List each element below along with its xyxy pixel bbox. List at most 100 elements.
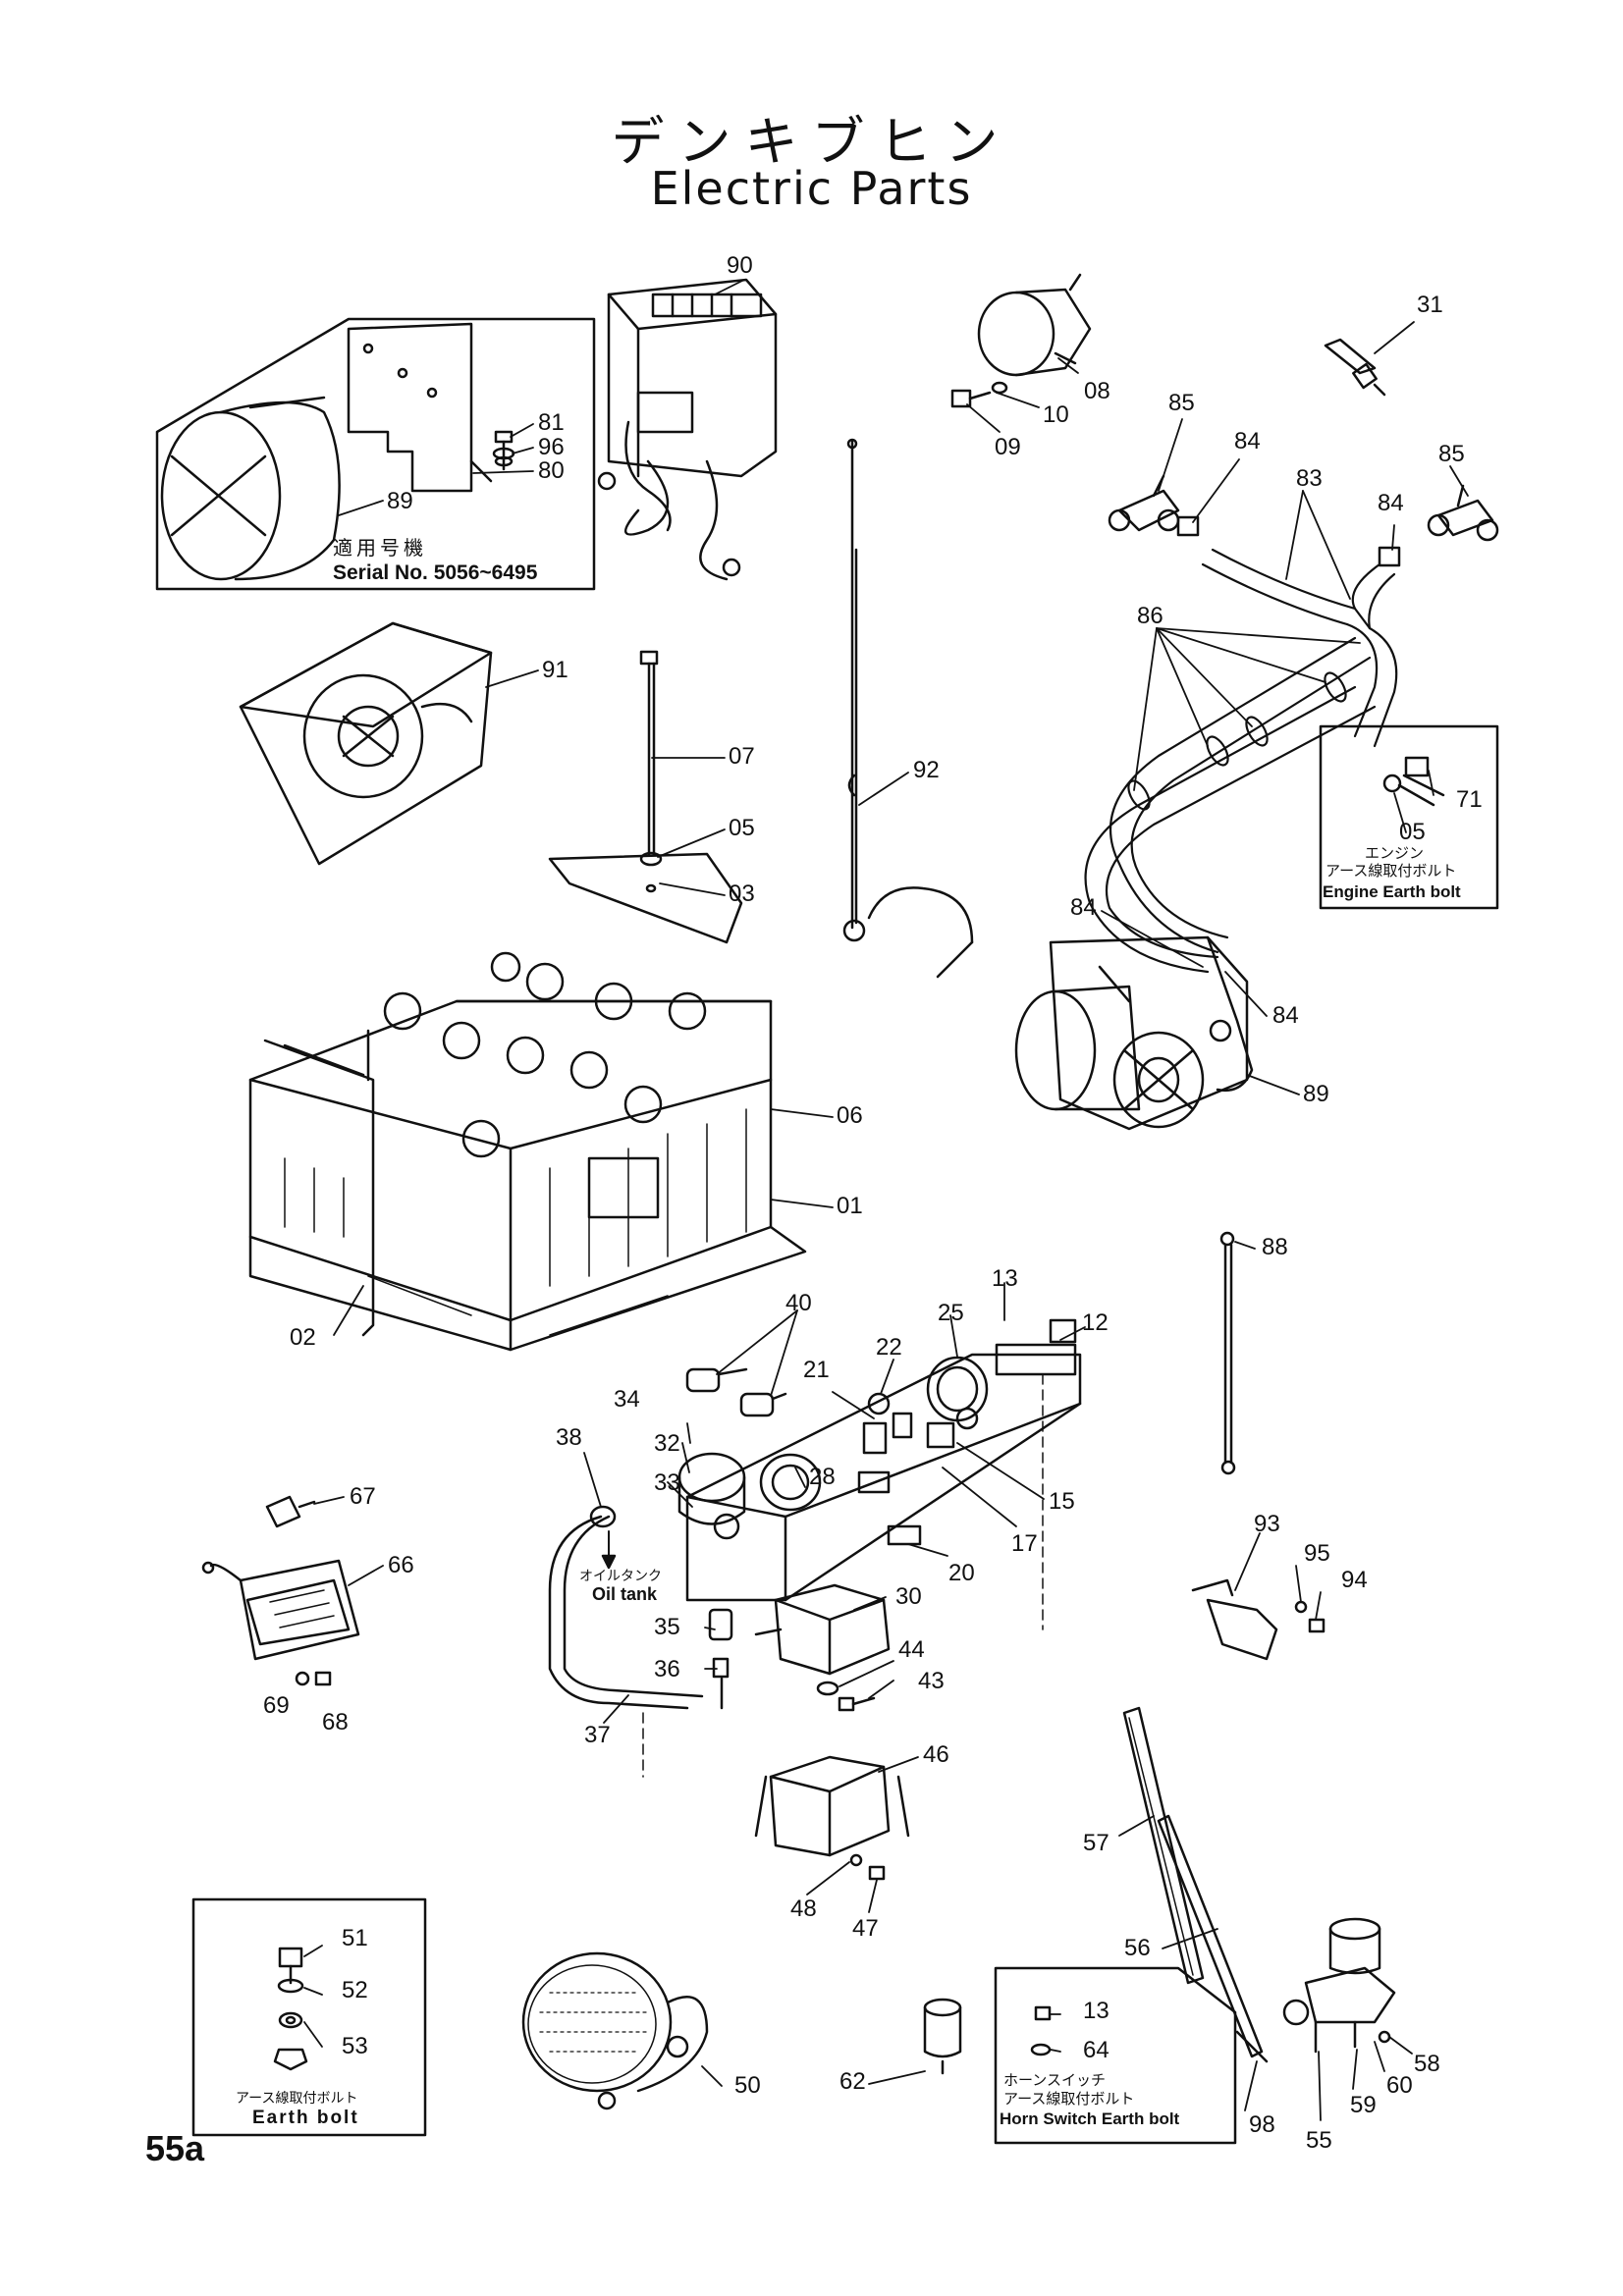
- callout-98: 98: [1249, 2111, 1275, 2138]
- callout-36: 36: [654, 1656, 680, 1682]
- serial-inset-en: Serial No. 5056~6495: [333, 561, 538, 584]
- callout-47: 47: [852, 1915, 879, 1942]
- callout-84-upper-right: 84: [1378, 490, 1404, 516]
- battery-90-small: [597, 278, 778, 581]
- wiper-arm-56: [1157, 1814, 1269, 2063]
- oil-tank-jp: オイルタンク: [579, 1568, 662, 1583]
- leader-lines: [303, 279, 1469, 2121]
- callout-30: 30: [895, 1583, 922, 1610]
- callout-88: 88: [1262, 1234, 1288, 1260]
- callout-67: 67: [350, 1483, 376, 1510]
- callout-81: 81: [538, 409, 565, 436]
- callout-84-starter-top: 84: [1070, 894, 1097, 921]
- wiper-blade-57: [1122, 1706, 1205, 1985]
- page-title-japanese: デンキブヒン: [611, 111, 1012, 173]
- gauge-32: [677, 1452, 746, 1540]
- cable-88: [1219, 1231, 1236, 1475]
- callout-51: 51: [342, 1925, 368, 1951]
- relay-30: [754, 1583, 891, 1676]
- defroster-91: [239, 621, 493, 866]
- battery-tray-01: [248, 1225, 807, 1352]
- bulb-67: [265, 1495, 316, 1528]
- sender-35-36: [642, 1608, 733, 1778]
- battery-frame-02: [263, 1029, 375, 1337]
- screw-44-43: [816, 1681, 876, 1712]
- instrument-panel-12: [685, 1353, 1082, 1630]
- earth-bolt-jp: アース線取付ボルト: [236, 2090, 358, 2106]
- gauge-25: [926, 1356, 989, 1430]
- callout-60: 60: [1386, 2072, 1413, 2099]
- callout-21: 21: [803, 1357, 830, 1383]
- bolt-09-washer-10: [950, 389, 992, 408]
- callout-03: 03: [729, 881, 755, 907]
- rod-07-nut-05-bar-03: [548, 650, 743, 944]
- engine-earth-jp2: アース線取付ボルト: [1325, 863, 1457, 880]
- switch-20: [887, 1524, 922, 1546]
- callout-92: 92: [913, 757, 940, 783]
- callout-91: 91: [542, 657, 568, 683]
- callout-52: 52: [342, 1977, 368, 2003]
- callout-50: 50: [734, 2072, 761, 2099]
- callout-01: 01: [837, 1193, 863, 1219]
- callout-59: 59: [1350, 2092, 1377, 2118]
- starter-motor-89: [1014, 935, 1254, 1131]
- callout-86: 86: [1137, 603, 1163, 629]
- wiper-motor-55: [1282, 1917, 1396, 2054]
- plug-62: [923, 1998, 962, 2075]
- callout-46: 46: [923, 1741, 949, 1768]
- connectors-40: [685, 1367, 787, 1417]
- engine-earth-jp1: エンジン: [1365, 845, 1425, 862]
- callout-89-upper: 89: [387, 488, 413, 514]
- work-light-89-upper: [160, 396, 341, 581]
- callout-38: 38: [556, 1424, 582, 1451]
- callout-31: 31: [1417, 292, 1443, 318]
- callout-06: 06: [837, 1102, 863, 1129]
- callout-40: 40: [785, 1290, 812, 1316]
- callout-56: 56: [1124, 1935, 1151, 1961]
- callout-13-lower: 13: [1083, 1998, 1109, 2024]
- horn-switch-jp1: ホーンスイッチ: [1003, 2072, 1106, 2089]
- callout-43: 43: [918, 1668, 945, 1694]
- light-66: [201, 1559, 360, 1686]
- callout-32: 32: [654, 1430, 680, 1457]
- callout-62: 62: [839, 2068, 866, 2095]
- callout-96: 96: [538, 434, 565, 460]
- hoses-83-86: [1084, 548, 1398, 974]
- engine-earth-en: Engine Earth bolt: [1323, 882, 1461, 901]
- callout-48: 48: [790, 1896, 817, 1922]
- callout-85-right: 85: [1438, 441, 1465, 467]
- callout-66: 66: [388, 1552, 414, 1578]
- horn-switch-en: Horn Switch Earth bolt: [1000, 2109, 1180, 2128]
- callout-95: 95: [1304, 1540, 1330, 1567]
- callout-90: 90: [727, 252, 753, 279]
- engine-earth-bolt-inset-box: [1319, 724, 1499, 910]
- callout-12: 12: [1082, 1309, 1109, 1336]
- switches-21-22: [857, 1392, 955, 1494]
- callout-34: 34: [614, 1386, 640, 1413]
- horn-switch-inset-box: [994, 1966, 1237, 2145]
- callout-37: 37: [584, 1722, 611, 1748]
- relay-93: [1191, 1578, 1325, 1661]
- callout-33: 33: [654, 1469, 680, 1496]
- callout-35: 35: [654, 1614, 680, 1640]
- callout-20: 20: [948, 1560, 975, 1586]
- oil-tank-en: Oil tank: [592, 1584, 658, 1604]
- callout-84-starter-right: 84: [1272, 1002, 1299, 1029]
- callout-17: 17: [1011, 1530, 1038, 1557]
- clip-84-upper: [1176, 515, 1401, 567]
- regulator-46: [754, 1755, 910, 1881]
- callout-44: 44: [898, 1636, 925, 1663]
- callout-09: 09: [995, 434, 1021, 460]
- tee-fitting-85-right: [1427, 484, 1499, 542]
- switch-12-block: [995, 1318, 1077, 1376]
- callout-85-left: 85: [1168, 390, 1195, 416]
- callout-53: 53: [342, 2033, 368, 2059]
- bracket-80: [347, 322, 493, 493]
- callout-94: 94: [1341, 1567, 1368, 1593]
- work-light-50: [521, 1951, 709, 2110]
- callout-64: 64: [1083, 2037, 1109, 2063]
- callout-05-rod: 05: [729, 815, 755, 841]
- callout-55: 55: [1306, 2127, 1332, 2154]
